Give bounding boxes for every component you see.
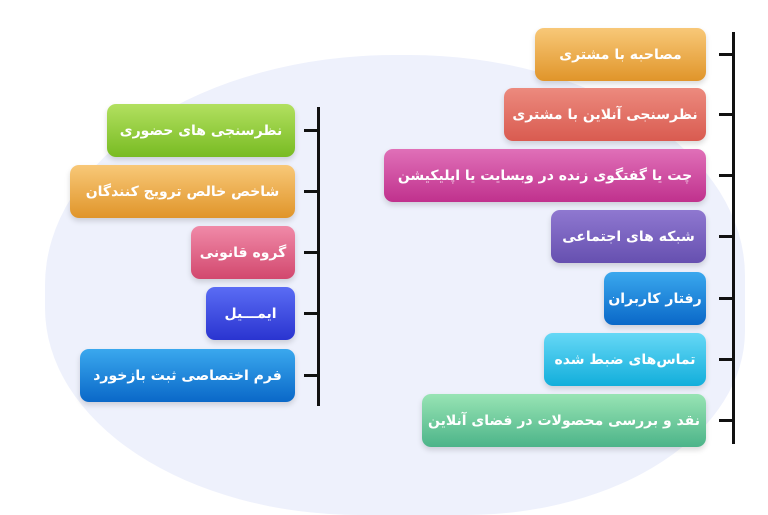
left-box: فرم اختصاصی ثبت بازخورد bbox=[80, 349, 295, 402]
right-box: چت یا گفتگوی زنده در وبسایت یا اپلیکیشن bbox=[384, 149, 706, 202]
right-box: تماس‌های ضبط شده bbox=[544, 333, 706, 386]
right-connector-tick bbox=[719, 53, 733, 56]
right-label: نقد و بررسی محصولات در فضای آنلاین bbox=[428, 412, 700, 429]
left-bracket-line bbox=[317, 107, 320, 406]
left-box: شاخص خالص ترویج کنندگان bbox=[70, 165, 295, 218]
right-label: مصاحبه با مشتری bbox=[559, 46, 682, 63]
right-label: نظرسنجی آنلاین با مشتری bbox=[512, 106, 698, 123]
right-bracket-line bbox=[732, 32, 735, 444]
right-connector-tick bbox=[719, 113, 733, 116]
left-connector-tick bbox=[304, 312, 318, 315]
left-connector-tick bbox=[304, 374, 318, 377]
left-box: گروه قانونی bbox=[191, 226, 295, 279]
left-connector-tick bbox=[304, 190, 318, 193]
right-label: شبکه های اجتماعی bbox=[562, 228, 695, 245]
right-connector-tick bbox=[719, 174, 733, 177]
right-label: تماس‌های ضبط شده bbox=[554, 351, 696, 368]
right-connector-tick bbox=[719, 235, 733, 238]
right-label: چت یا گفتگوی زنده در وبسایت یا اپلیکیشن bbox=[397, 167, 693, 184]
left-label: شاخص خالص ترویج کنندگان bbox=[85, 183, 280, 200]
right-connector-tick bbox=[719, 358, 733, 361]
left-connector-tick bbox=[304, 129, 318, 132]
right-box: مصاحبه با مشتری bbox=[535, 28, 706, 81]
left-box: ایمـــیل bbox=[206, 287, 295, 340]
left-label: نظرسنجی های حضوری bbox=[119, 122, 283, 139]
left-label: فرم اختصاصی ثبت بازخورد bbox=[93, 367, 282, 384]
right-box: شبکه های اجتماعی bbox=[551, 210, 706, 263]
right-box: نظرسنجی آنلاین با مشتری bbox=[504, 88, 706, 141]
right-connector-tick bbox=[719, 297, 733, 300]
right-box: نقد و بررسی محصولات در فضای آنلاین bbox=[422, 394, 706, 447]
right-box: رفتار کاربران bbox=[604, 272, 706, 325]
left-box: نظرسنجی های حضوری bbox=[107, 104, 295, 157]
right-connector-tick bbox=[719, 419, 733, 422]
left-label: گروه قانونی bbox=[199, 244, 287, 261]
right-label: رفتار کاربران bbox=[608, 290, 702, 307]
left-connector-tick bbox=[304, 251, 318, 254]
left-label: ایمـــیل bbox=[224, 305, 277, 322]
